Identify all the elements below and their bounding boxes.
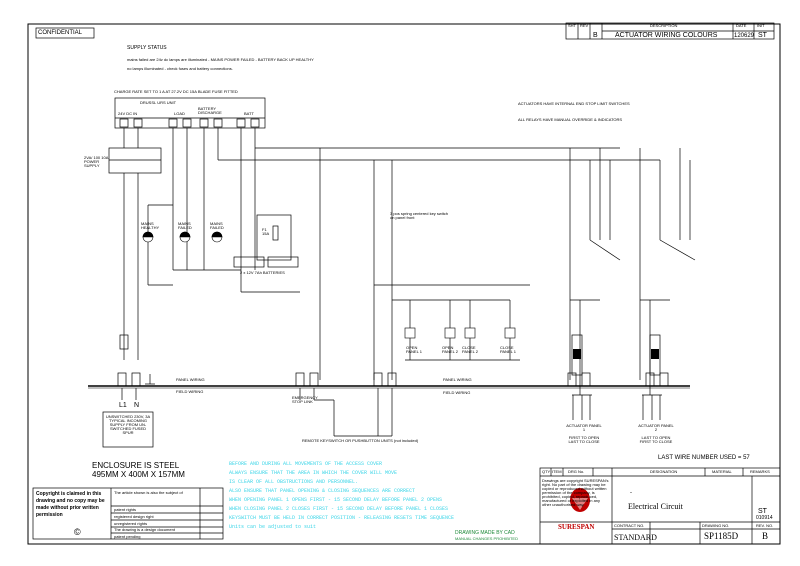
incoming-supply-label: UNSWITCHED 230V, 3A TYPICAL INCOMING SUP… (105, 414, 151, 435)
tb-col-date: DATE (736, 23, 747, 28)
tb-col-desc: DESCRIPTION (650, 23, 678, 28)
actuator-1-sub: FIRST TO OPEN LAST TO CLOSE (568, 435, 600, 444)
warning-line-7: KEYSWITCH MUST BE HELD IN CORRECT POSITI… (229, 515, 455, 521)
warning-line-2: ALWAYS ENSURE THAT THE AREA IN WHICH THE… (229, 470, 398, 476)
batteries-label: 2 x 12V 7Ah BATTERIES (240, 270, 285, 275)
warning-line-8: Units can be adjusted to suit (229, 524, 317, 530)
bb-designation: DESIGNATION (650, 469, 678, 474)
bb-standard: STANDARD (614, 533, 657, 542)
warning-line-4: ALSO ENSURE THAT PANEL OPENING & CLOSING… (229, 488, 416, 494)
cad-notice: DRAWING MADE BY CAD (455, 530, 515, 536)
lamp-mains-failed-2-label: MAINS FAILED (210, 221, 224, 230)
warning-line-1: BEFORE AND DURING ALL MOVEMENTS OF THE A… (229, 461, 383, 467)
tb-col-init: INIT (757, 23, 765, 28)
cad-notice-sub: MANUAL CHANGES PROHIBITED (455, 536, 518, 541)
bb-disclaimer: Drawings are copyright SURESPAN's right.… (542, 478, 609, 507)
drawing-rev: B (762, 531, 769, 541)
copyright-row-3: unregistered rights (114, 521, 148, 526)
note-internal-stop: ACTUATORS HAVE INTERNAL END STOP LIMIT S… (518, 101, 630, 106)
tb-col-sht: SHT (568, 23, 576, 28)
actuator-1-indicator (573, 349, 581, 359)
psu-load: LOAD (174, 111, 185, 116)
panel-wiring-label-2: PANEL WIRING (443, 377, 472, 382)
remote-units-label: REMOTE KEYSWITCH OR PUSHBUTTON UNITS (no… (302, 438, 419, 443)
psu-battery-discharge: BATTERY DISCHARGE (198, 106, 222, 115)
charge-rate-note: CHARGE RATE SET TO 1 A AT 27.2V DC 15A B… (114, 89, 238, 94)
psu-mains-in: 24V DC IN (118, 111, 138, 116)
bb-drg-no: DRG No. (568, 469, 585, 474)
bb-date: 010914 (756, 515, 773, 521)
tb-initials: ST (758, 32, 767, 39)
n-label: N (134, 402, 140, 409)
bb-material: MATERIAL (712, 469, 732, 474)
last-wire-note: LAST WIRE NUMBER USED = 57 (658, 455, 750, 461)
surespan-logo: SURESPAN (558, 523, 595, 531)
note-manual-override: ALL RELAYS HAVE MANUAL OVERRIDE & INDICA… (518, 117, 623, 122)
tb-date: 120629 (734, 33, 755, 39)
enclosure-line2: 495MM X 400M X 157MM (92, 470, 185, 479)
copyright-row-1: patent rights (114, 507, 137, 512)
confidential-label: CONFIDENTIAL (38, 30, 83, 36)
surespan-logo-mark (570, 488, 590, 512)
copyright-row-0: The article shown is also the subject of (114, 490, 183, 495)
bb-drawn: ST (758, 508, 767, 515)
warning-line-3: IS CLEAR OF ALL OBSTRUCTIONS AND PERSONN… (229, 479, 359, 485)
note-keyswitch: 3 pos spring centered key switch on pane… (390, 211, 449, 220)
bb-drawing-no-label: DRAWING NO. (702, 523, 730, 528)
relay-close-1-label: CLOSE PANEL 1 (500, 345, 517, 354)
copyright-row-5: patent pending (114, 534, 141, 539)
copyright-row-4: The drawing is a design document (114, 527, 175, 532)
actuator-1-name: ACTUATOR PANEL 1 (566, 423, 602, 432)
relay-close-2-label: CLOSE PANEL 2 (462, 345, 479, 354)
drawing-number: SP1185D (704, 531, 739, 541)
actuator-2-name: ACTUATOR PANEL 2 (638, 423, 674, 432)
tb-rev: B (593, 32, 598, 39)
actuator-2-indicator (651, 349, 659, 359)
battery-fuse-label: F1 15A (262, 227, 270, 236)
psu-batt: BATT (244, 111, 254, 116)
field-wiring-label-2: FIELD WIRING (443, 390, 471, 395)
bb-dash: - (630, 490, 632, 496)
enclosure-line1: ENCLOSURE IS STEEL (92, 461, 180, 470)
psu-title: DRUSSL URS UNIT (140, 100, 177, 105)
actuator-2-sub: LAST TO OPEN FIRST TO CLOSE (639, 435, 673, 444)
field-wiring-label: FIELD WIRING (176, 389, 204, 394)
relay-open-1-label: OPEN PANEL 1 (406, 345, 423, 354)
drawing-title: Electrical Circuit (628, 502, 683, 511)
lamp-mains-failed-label: MAINS FAILED (178, 221, 192, 230)
bb-contract: CONTRACT NO. (614, 523, 645, 528)
tb-col-rev: REV (580, 23, 589, 28)
bb-qty: QTY (542, 469, 551, 474)
emergency-stop-label: EMERGENCY STOP LINK (292, 395, 318, 404)
bb-remarks: REMARKS (750, 469, 770, 474)
bb-rev-label: REV. NO. (756, 523, 774, 528)
bb-item: ITEM (552, 469, 562, 474)
copyright-text: Copyright is claimed in this drawing and… (36, 491, 105, 518)
warning-line-6: WHEN CLOSING PANEL 2 CLOSES FIRST - 15 S… (229, 506, 449, 512)
supply-status-line1: mains failed are 24v dc lamps are illumi… (127, 57, 314, 62)
warning-line-5: WHEN OPENING PANEL 1 OPENS FIRST - 15 SE… (229, 497, 443, 503)
tb-title: ACTUATOR WIRING COLOURS (615, 32, 718, 39)
l1-label: L1 (119, 402, 127, 409)
lamp-mains-healthy-label: MAINS HEALTHY (141, 221, 160, 230)
copyright-row-2: registered design right (114, 514, 154, 519)
relay-open-2-label: OPEN PANEL 2 (442, 345, 459, 354)
panel-wiring-label: PANEL WIRING (176, 377, 205, 382)
power-supply-label: 2VA/ 100 10A POWER SUPPLY (84, 155, 109, 168)
supply-status-line2: no lamps illuminated - check fuses and b… (127, 66, 233, 71)
copyright-symbol: © (74, 527, 81, 537)
supply-status-title: SUPPLY STATUS (127, 45, 167, 51)
